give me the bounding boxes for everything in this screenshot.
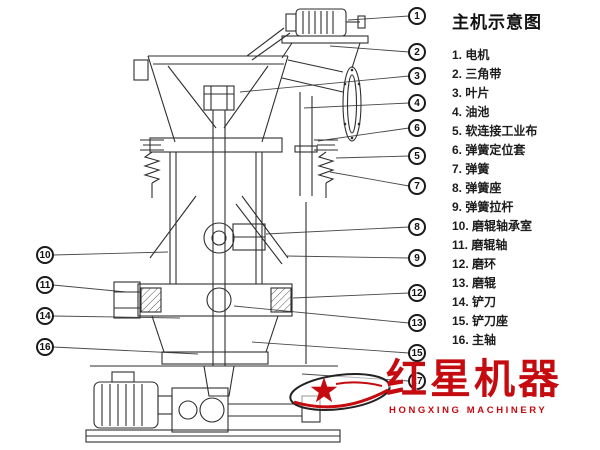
legend-item: 7. 弹簧 — [452, 162, 490, 176]
legend-item: 3. 叶片 — [452, 86, 490, 100]
legend-item: 11. 磨辊轴 — [452, 238, 508, 252]
callout-5: 5 — [408, 147, 426, 165]
page-title: 主机示意图 — [452, 13, 542, 32]
callout-16: 16 — [36, 338, 54, 356]
callout-11: 11 — [36, 276, 54, 294]
callout-3: 3 — [408, 67, 426, 85]
legend-item: 4. 油池 — [452, 105, 490, 119]
legend-item: 5. 软连接工业布 — [452, 124, 538, 138]
legend-item: 14. 铲刀 — [452, 295, 497, 309]
callout-10: 10 — [36, 246, 54, 264]
callout-2: 2 — [408, 43, 426, 61]
flange-bolt-dots — [343, 68, 361, 140]
callout-8: 8 — [408, 218, 426, 236]
legend-item: 10. 磨辊轴承室 — [452, 219, 533, 233]
callout-17: 17 — [408, 372, 426, 390]
legend-item: 15. 铲刀座 — [452, 314, 509, 328]
callout-15: 15 — [408, 344, 426, 362]
callout-6: 6 — [408, 119, 426, 137]
legend-panel: 主机示意图 1. 电机 2. 三角带 3. 叶片 4. 油池 5. 软连接工业布 6. 弹… — [452, 8, 598, 350]
legend-item: 8. 弹簧座 — [452, 181, 502, 195]
callout-7: 7 — [408, 177, 426, 195]
callout-9: 9 — [408, 249, 426, 267]
legend-item: 6. 弹簧定位套 — [452, 143, 526, 157]
legend-list: 1. 电机 2. 三角带 3. 叶片 4. 油池 5. 软连接工业布 6. 弹簧定位套 7.… — [452, 46, 598, 350]
legend-item: 9. 弹簧拉杆 — [452, 200, 514, 214]
legend-item: 16. 主轴 — [452, 333, 497, 347]
callout-1: 1 — [408, 7, 426, 25]
callout-14: 14 — [36, 307, 54, 325]
callout-4: 4 — [408, 94, 426, 112]
legend-item: 1. 电机 — [452, 48, 490, 62]
callout-12: 12 — [408, 284, 426, 302]
mill-diagram — [52, 8, 410, 443]
callout-13: 13 — [408, 314, 426, 332]
legend-item: 2. 三角带 — [452, 67, 502, 81]
legend-item: 12. 磨环 — [452, 257, 497, 271]
legend-item: 13. 磨辊 — [452, 276, 497, 290]
